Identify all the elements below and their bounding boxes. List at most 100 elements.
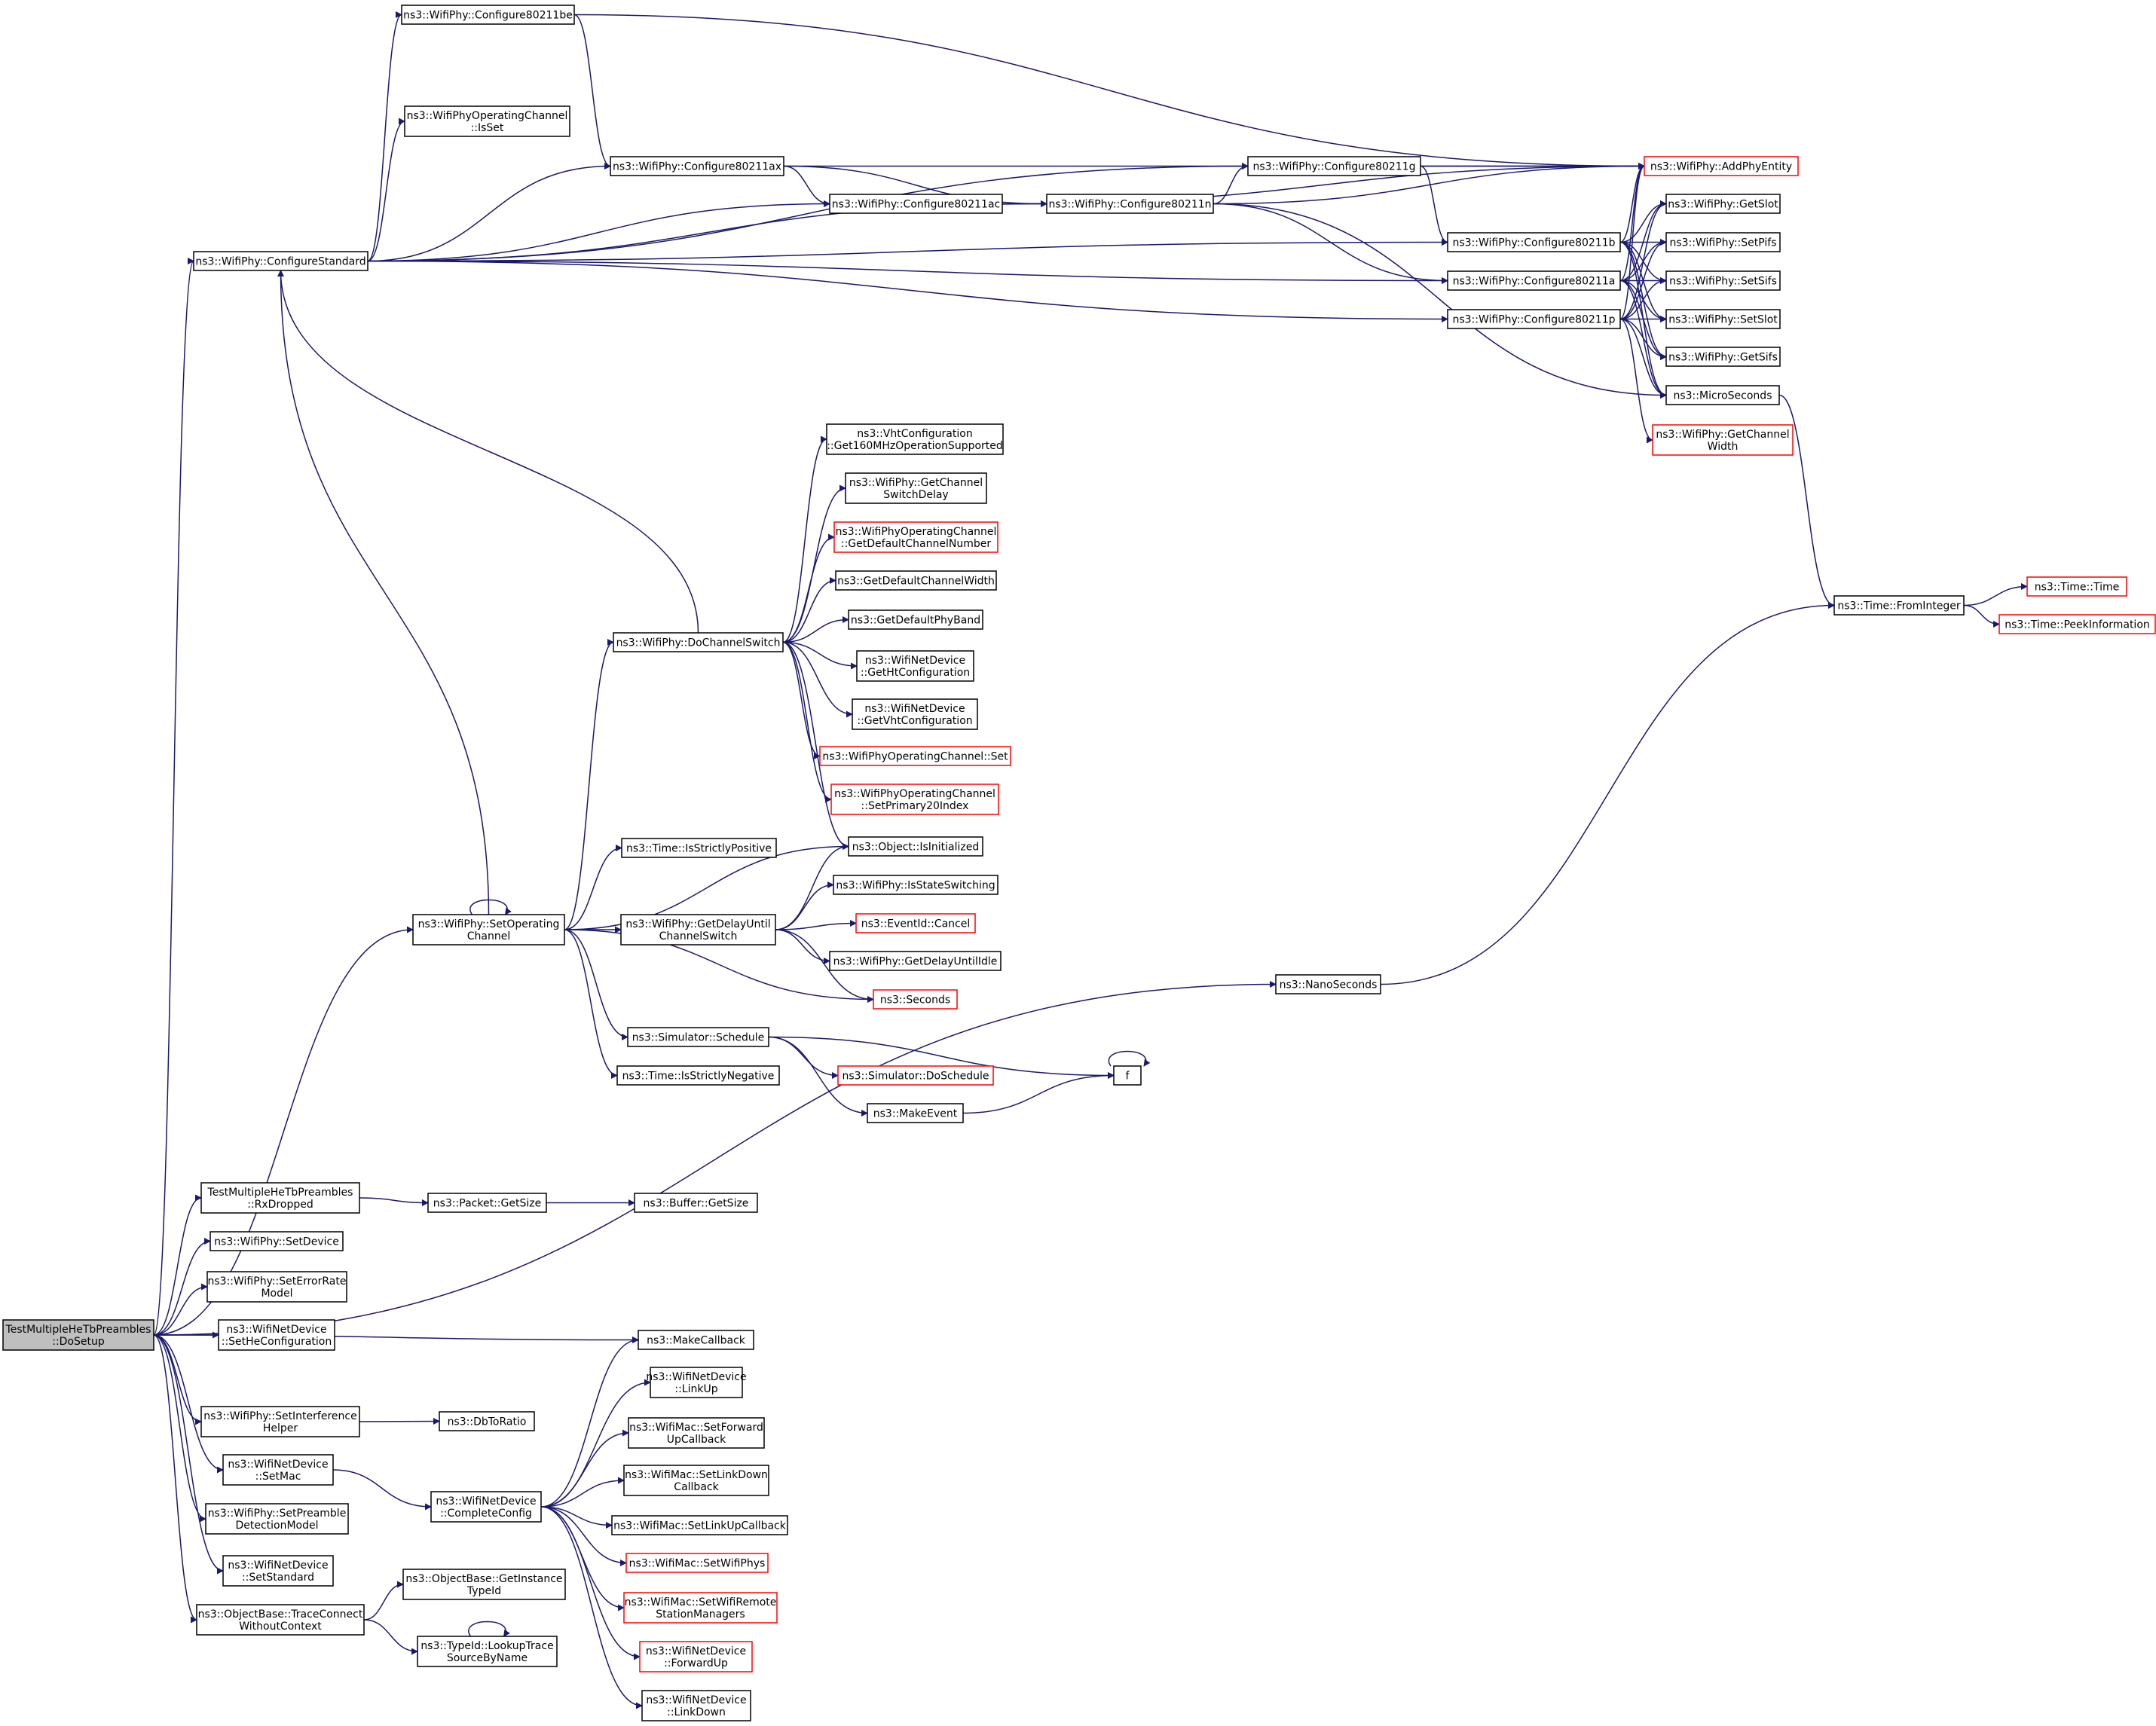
node-get-sifs[interactable]: ns3::WifiPhy::GetSifs: [1665, 347, 1781, 367]
node-make-cb[interactable]: ns3::MakeCallback: [638, 1330, 754, 1350]
node-fwd-up[interactable]: ns3::WifiNetDevice::ForwardUp: [639, 1641, 753, 1673]
node-peek[interactable]: ns3::Time::PeekInformation: [1999, 614, 2156, 634]
node-box: [616, 1065, 780, 1086]
node-schedule[interactable]: ns3::Simulator::Schedule: [627, 1027, 769, 1047]
node-strict-neg[interactable]: ns3::Time::IsStrictlyNegative: [616, 1065, 780, 1086]
node-label: ns3::WifiNetDevice: [864, 703, 965, 715]
node-ac[interactable]: ns3::WifiPhy::Configure80211ac: [829, 194, 1003, 214]
node-b[interactable]: ns3::WifiPhy::Configure80211b: [1447, 232, 1621, 252]
node-link-up-cb[interactable]: ns3::WifiMac::SetLinkUpCallback: [611, 1515, 788, 1535]
node-set-pifs[interactable]: ns3::WifiPhy::SetPifs: [1665, 232, 1781, 252]
node-remote-mgr[interactable]: ns3::WifiMac::SetWifiRemoteStationManage…: [623, 1592, 778, 1624]
edge-do-ch-sw-to-cfg-std: [277, 270, 699, 634]
node-def-band[interactable]: ns3::GetDefaultPhyBand: [848, 609, 983, 630]
node-micro[interactable]: ns3::MicroSeconds: [1665, 385, 1780, 405]
node-ax[interactable]: ns3::WifiPhy::Configure80211ax: [610, 156, 784, 176]
node-nano[interactable]: ns3::NanoSeconds: [1275, 974, 1381, 994]
node-def-ch-w[interactable]: ns3::GetDefaultChannelWidth: [835, 570, 997, 591]
edge-line: [153, 981, 1277, 1336]
edge-nano-to-from-int: [1380, 602, 1835, 985]
node-cfg-std[interactable]: ns3::WifiPhy::ConfigureStandard: [193, 251, 369, 271]
edge-line: [1619, 163, 1645, 282]
node-link-up[interactable]: ns3::WifiNetDevice::LinkUp: [646, 1367, 747, 1398]
node-seconds[interactable]: ns3::Seconds: [873, 989, 958, 1010]
edge-line: [153, 1334, 206, 1523]
node-delay-idle[interactable]: ns3::WifiPhy::GetDelayUntilIdle: [829, 951, 1002, 971]
edge-line: [783, 165, 830, 207]
node-box: [610, 156, 784, 176]
node-label: ns3::WifiPhy::SetPifs: [1669, 237, 1776, 249]
node-def-ch-num[interactable]: ns3::WifiPhyOperatingChannel::GetDefault…: [833, 521, 998, 553]
node-n[interactable]: ns3::WifiPhy::Configure80211n: [1046, 194, 1214, 214]
node-rx-drop[interactable]: TestMultipleHeTbPreambles::RxDropped: [200, 1182, 360, 1214]
node-g[interactable]: ns3::WifiPhy::Configure80211g: [1247, 156, 1421, 176]
node-label: ::SetMac: [255, 1471, 301, 1483]
node-set-std[interactable]: ns3::WifiNetDevice::SetStandard: [222, 1555, 334, 1587]
node-is-set[interactable]: ns3::WifiPhyOperatingChannel::IsSet: [404, 105, 570, 137]
node-do-sched[interactable]: ns3::Simulator::DoSchedule: [837, 1065, 994, 1086]
node-box: [826, 423, 1004, 455]
node-op-set[interactable]: ns3::WifiPhyOperatingChannel::Set: [819, 746, 1011, 766]
node-be[interactable]: ns3::WifiPhy::Configure80211be: [401, 5, 575, 25]
edge-trace-conn-to-lookup: [363, 1619, 418, 1655]
node-box: [627, 1027, 769, 1047]
node-buf-size[interactable]: ns3::Buffer::GetSize: [634, 1193, 758, 1213]
edge-n-to-a: [1213, 203, 1448, 284]
edge-delay-ch-to-state-sw: [775, 881, 834, 930]
node-vht160[interactable]: ns3::VhtConfiguration::Get160MHzOperatio…: [826, 423, 1004, 455]
node-trace-conn[interactable]: ns3::ObjectBase::TraceConnectWithoutCont…: [196, 1604, 365, 1636]
node-p[interactable]: ns3::WifiPhy::Configure80211p: [1447, 309, 1621, 329]
edge-complete-to-fwd-up-cb: [540, 1429, 629, 1508]
node-cancel[interactable]: ns3::EventId::Cancel: [855, 913, 976, 933]
edge-line: [359, 1197, 429, 1206]
node-label: ns3::WifiPhy::Configure80211p: [1452, 314, 1615, 326]
edge-f-to-f: [1108, 1050, 1151, 1067]
node-a[interactable]: ns3::WifiPhy::Configure80211a: [1447, 270, 1621, 291]
node-set-phys[interactable]: ns3::WifiMac::SetWifiPhys: [625, 1553, 769, 1573]
node-link-down[interactable]: ns3::WifiNetDevice::LinkDown: [641, 1690, 751, 1721]
node-pkt-size[interactable]: ns3::Packet::GetSize: [427, 1193, 547, 1213]
node-get-slot[interactable]: ns3::WifiPhy::GetSlot: [1665, 194, 1781, 214]
node-box: [873, 989, 958, 1010]
edge-line: [540, 1506, 627, 1566]
node-set-he[interactable]: ns3::WifiNetDevice::SetHeConfiguration: [218, 1319, 335, 1351]
node-state-sw[interactable]: ns3::WifiPhy::IsStateSwitching: [833, 875, 998, 895]
node-set-dev[interactable]: ns3::WifiPhy::SetDevice: [209, 1231, 344, 1251]
node-complete[interactable]: ns3::WifiNetDevice::CompleteConfig: [430, 1491, 542, 1523]
node-is-init[interactable]: ns3::Object::IsInitialized: [848, 836, 983, 857]
node-f[interactable]: f: [1113, 1065, 1142, 1086]
edge-complete-to-make-cb: [540, 1337, 639, 1508]
node-label: ns3::WifiMac::SetWifiPhys: [629, 1558, 766, 1570]
edge-g-to-b: [1420, 165, 1448, 246]
node-time-time[interactable]: ns3::Time::Time: [2026, 576, 2127, 597]
node-add-phy[interactable]: ns3::WifiPhy::AddPhyEntity: [1644, 156, 1799, 176]
node-do-ch-sw[interactable]: ns3::WifiPhy::DoChannelSwitch: [613, 632, 784, 652]
node-prim20[interactable]: ns3::WifiPhyOperatingChannel::SetPrimary…: [830, 784, 999, 815]
node-set-mac[interactable]: ns3::WifiNetDevice::SetMac: [222, 1454, 334, 1486]
node-make-event[interactable]: ns3::MakeEvent: [867, 1103, 964, 1123]
node-set-sifs[interactable]: ns3::WifiPhy::SetSifs: [1665, 270, 1781, 291]
edge-set-op-ch-to-set-op-ch: [469, 899, 512, 915]
node-from-int[interactable]: ns3::Time::FromInteger: [1833, 595, 1965, 616]
node-db-ratio[interactable]: ns3::DbToRatio: [439, 1411, 535, 1431]
node-vht-cfg[interactable]: ns3::WifiNetDevice::GetVhtConfiguration: [852, 698, 978, 730]
node-set-slot[interactable]: ns3::WifiPhy::SetSlot: [1665, 309, 1781, 329]
edge-root-to-trace-conn: [153, 1334, 197, 1624]
node-ht-cfg[interactable]: ns3::WifiNetDevice::GetHtConfiguration: [856, 650, 974, 682]
node-label: ns3::WifiNetDevice: [228, 1560, 328, 1572]
node-label: ns3::WifiNetDevice: [228, 1459, 328, 1471]
node-strict-pos[interactable]: ns3::Time::IsStrictlyPositive: [621, 838, 777, 858]
node-root[interactable]: TestMultipleHeTbPreambles::DoSetup: [2, 1319, 154, 1351]
node-label: ns3::WifiMac::SetWifiRemote: [625, 1596, 777, 1608]
